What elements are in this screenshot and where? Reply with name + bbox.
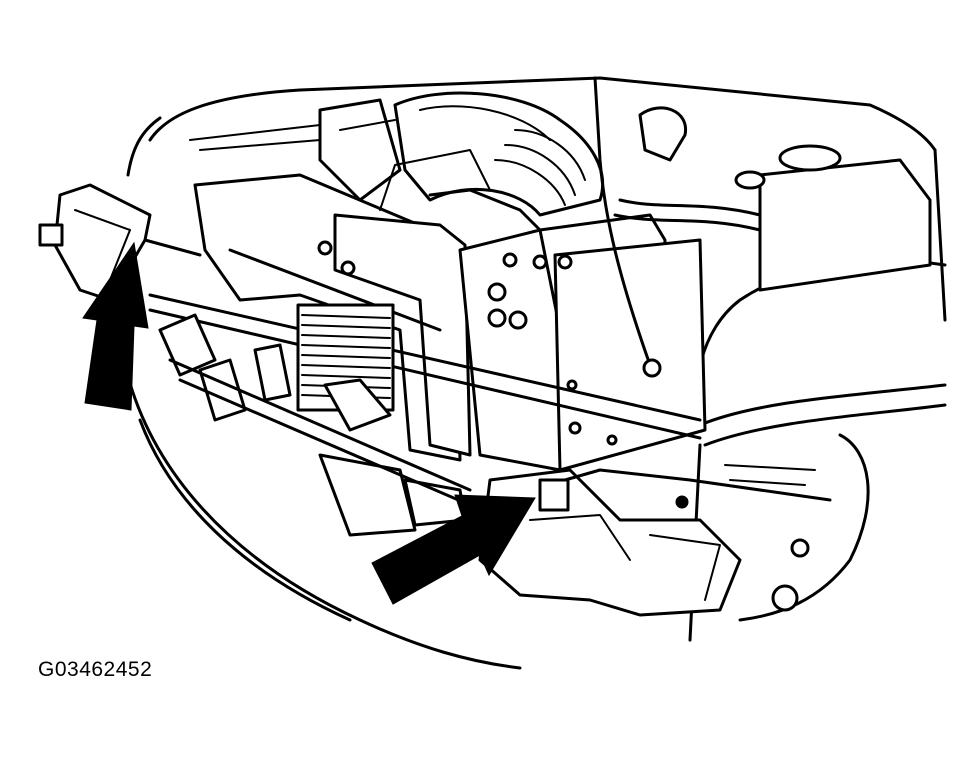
coolant-reservoir (638, 106, 932, 292)
figure-id-label: G03462452 (38, 658, 153, 681)
lower-brackets (158, 313, 472, 537)
right-headlamp-connector (478, 464, 832, 617)
air-intake-duct (318, 91, 605, 217)
left-arrow-icon (82, 241, 149, 411)
hoses (189, 76, 762, 378)
radiator-support (148, 173, 707, 472)
fasteners (317, 240, 810, 612)
right-arrow-icon (371, 494, 536, 605)
